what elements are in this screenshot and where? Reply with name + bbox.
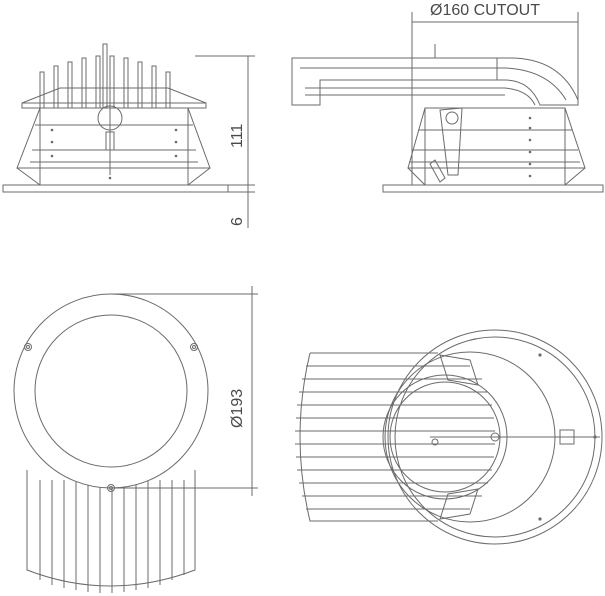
diameter-symbol: Ø (430, 2, 443, 19)
cutout-dimension-label: Ø160 CUTOUT (430, 3, 540, 19)
front-elevation-view (3, 44, 228, 192)
flange-dimension-label: 6 (229, 217, 246, 226)
cutout-label: 160 CUTOUT (442, 2, 540, 19)
cutout-dimension (412, 12, 578, 185)
diameter-value: 193 (229, 388, 246, 416)
height-dimension (195, 56, 255, 228)
diameter-symbol: Ø (229, 415, 246, 428)
front-plan-view (14, 294, 208, 593)
side-elevation-view (292, 44, 603, 192)
diameter-dimension-label: Ø193 (229, 388, 246, 428)
top-plan-view (295, 330, 602, 544)
height-dimension-label: 111 (229, 123, 246, 148)
diameter-dimension (111, 286, 258, 496)
